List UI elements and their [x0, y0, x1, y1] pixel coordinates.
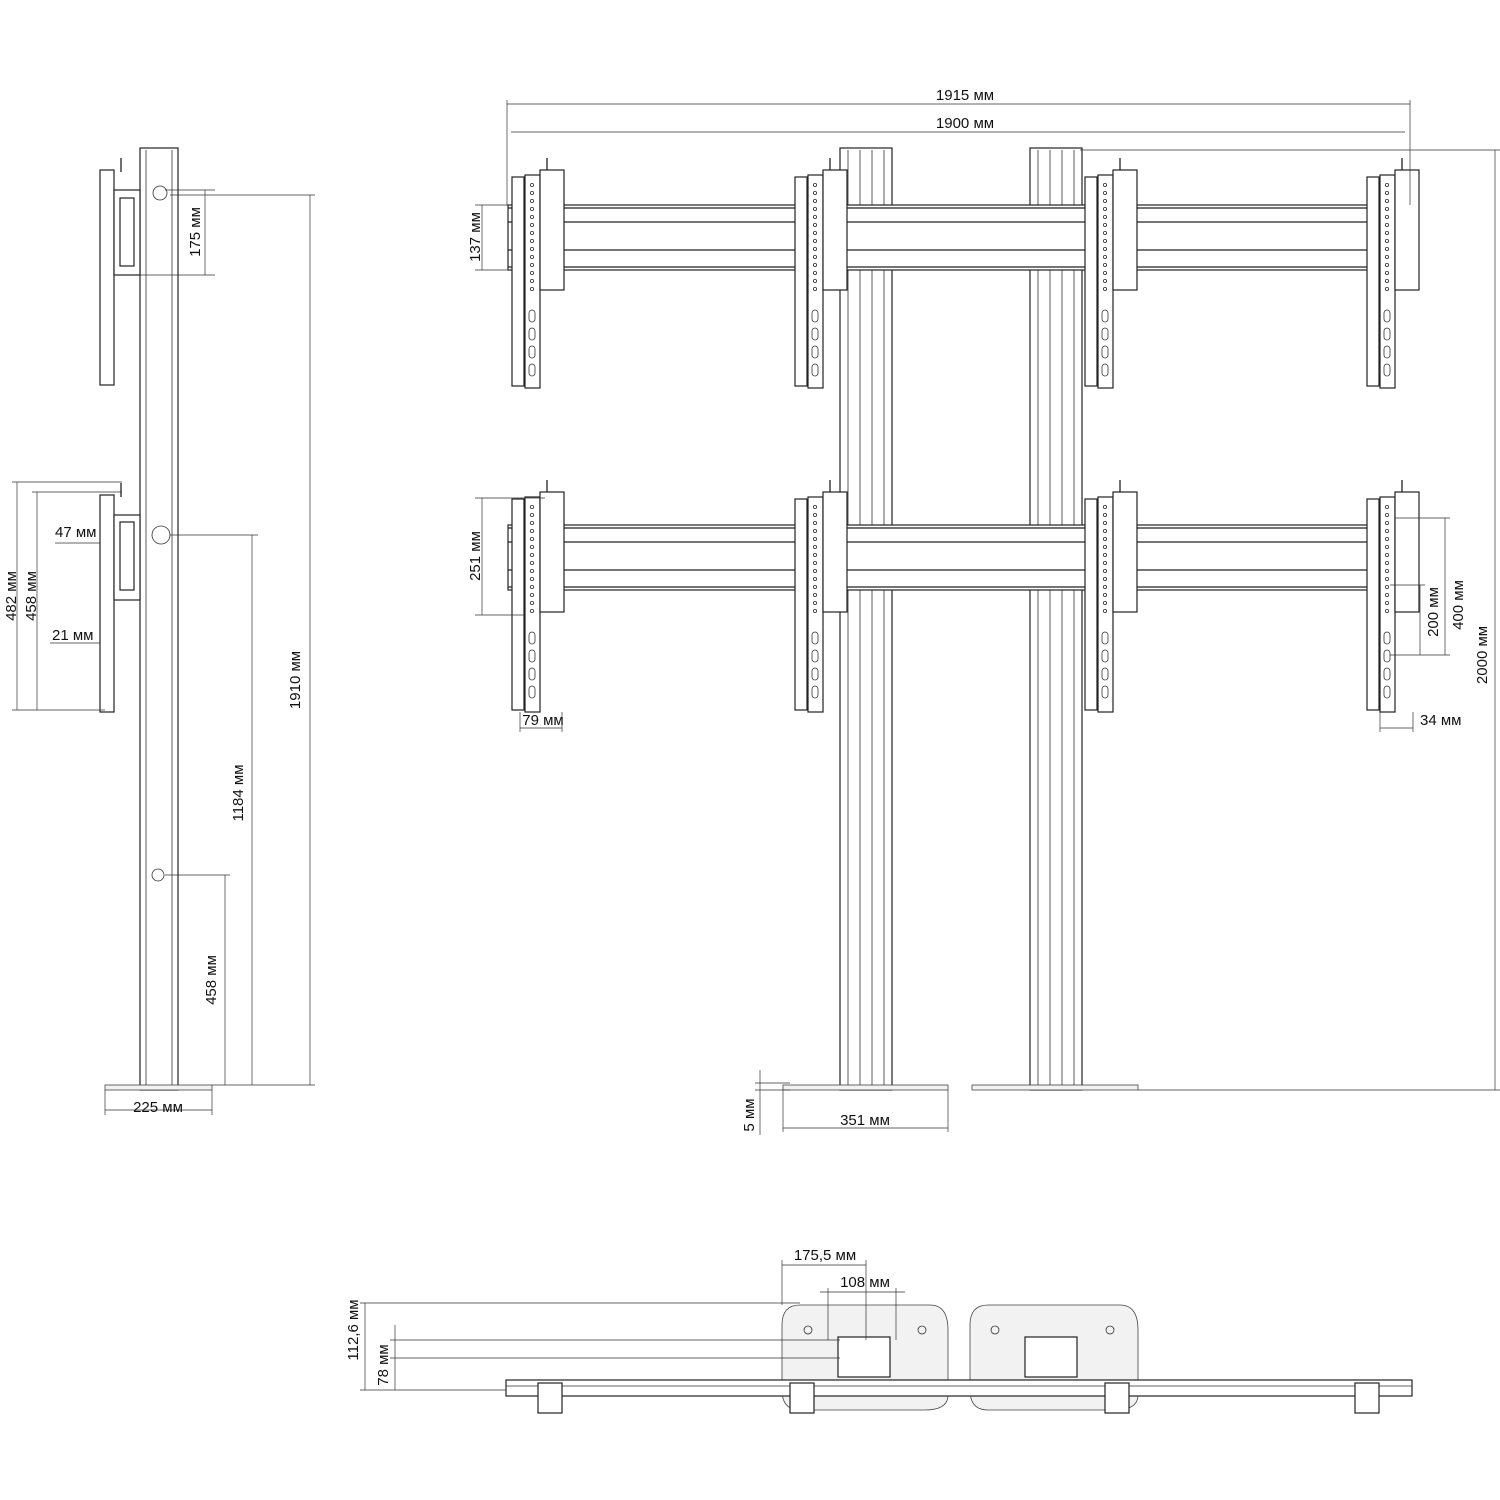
dim-108: 108 мм: [840, 1274, 890, 1291]
top-column-plate-right: [1024, 1336, 1078, 1378]
front-dimensions: 1915 мм 1900 мм 2000 мм 137 мм 251 мм 79…: [467, 87, 1500, 1135]
dim-351: 351 мм: [840, 1112, 890, 1129]
dim-175: 175 мм: [187, 207, 204, 257]
dim-112-6: 112,6 мм: [345, 1299, 362, 1360]
front-column-2: [1029, 147, 1083, 1091]
dim-458-lower: 458 мм: [203, 955, 220, 1005]
front-base-right: [971, 1084, 1139, 1091]
dim-1915: 1915 мм: [936, 87, 994, 104]
dim-137: 137 мм: [467, 212, 484, 262]
side-bracket-lower: [99, 483, 171, 713]
top-column-plate-left: [837, 1336, 891, 1378]
front-rail-1: [507, 204, 1411, 271]
dim-225: 225 мм: [133, 1099, 183, 1116]
side-bracket-upper: [99, 158, 168, 386]
dim-400: 400 мм: [1450, 580, 1467, 630]
front-bracket: [1097, 174, 1114, 389]
dim-200: 200 мм: [1425, 587, 1442, 637]
dim-21: 21 мм: [52, 627, 93, 644]
front-bracket: [1379, 174, 1396, 389]
dim-1910: 1910 мм: [287, 651, 304, 709]
front-base-left: [782, 1084, 949, 1091]
dim-2000: 2000 мм: [1474, 626, 1491, 684]
dim-78: 78 мм: [375, 1344, 392, 1385]
side-view: 175 мм 1910 мм 1184 мм 458 мм 482 мм 458…: [3, 147, 315, 1116]
dim-47: 47 мм: [55, 524, 96, 541]
dim-1900: 1900 мм: [936, 115, 994, 132]
front-rail-2: [507, 524, 1411, 591]
top-view: 175,5 мм 108 мм 112,6 мм 78 мм: [345, 1247, 1413, 1414]
dim-1184: 1184 мм: [230, 764, 247, 821]
dim-251: 251 мм: [467, 531, 484, 581]
dim-458-bracket: 458 мм: [23, 571, 40, 621]
front-column-1: [839, 147, 893, 1091]
side-base-plate: [104, 1084, 213, 1091]
front-view: [507, 147, 1420, 1091]
dim-175-5: 175,5 мм: [794, 1247, 856, 1264]
dim-482: 482 мм: [3, 571, 20, 621]
front-bracket: [524, 174, 541, 389]
dim-5: 5 мм: [741, 1098, 758, 1131]
dim-34: 34 мм: [1420, 712, 1461, 729]
top-rail: [505, 1379, 1413, 1397]
dim-79: 79 мм: [522, 712, 563, 729]
front-bracket: [807, 174, 824, 389]
